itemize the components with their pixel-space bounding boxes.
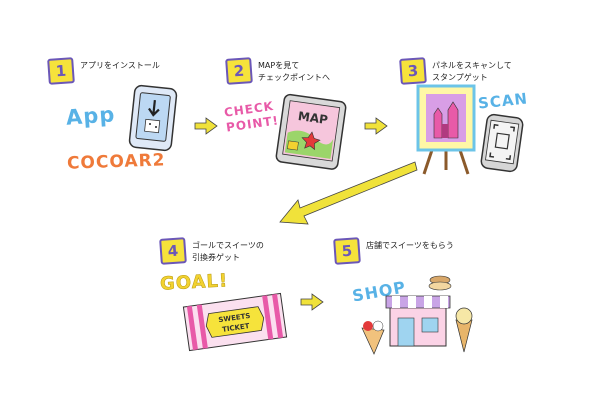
- step-description: パネルをスキャンして スタンプゲット: [432, 61, 512, 82]
- map-tablet-icon: MAP: [275, 93, 347, 170]
- arrow-right-icon: [194, 117, 218, 135]
- app-word: App: [65, 102, 117, 130]
- ticket-line2: TICKET: [222, 322, 251, 334]
- step-1: 1 アプリをインストール: [47, 57, 160, 85]
- step-number-badge: 5: [333, 237, 361, 265]
- step-2: 2 MAPを見て チェックポイントへ: [225, 57, 330, 85]
- step-description: アプリをインストール: [80, 61, 160, 70]
- step-4: 4 ゴールでスイーツの 引換券ゲット: [159, 237, 264, 265]
- arrow-right-icon: [364, 117, 388, 135]
- step-description: MAPを見て チェックポイントへ: [258, 61, 330, 82]
- arrow-right-icon: [300, 293, 324, 311]
- scan-word: SCAN: [477, 89, 529, 113]
- map-label: MAP: [297, 109, 329, 127]
- step-3: 3 パネルをスキャンして スタンプゲット: [399, 57, 512, 85]
- step-number-badge: 2: [225, 57, 253, 85]
- step-description: 店舗でスイーツをもらう: [366, 241, 454, 250]
- step-number-badge: 1: [47, 57, 75, 85]
- scan-phone-icon: [480, 113, 524, 173]
- arrow-down-left-icon: [279, 161, 418, 225]
- step-description: ゴールでスイーツの 引換券ゲット: [192, 241, 264, 262]
- phone-download-icon: [128, 84, 178, 152]
- castle-panel-icon: [416, 84, 476, 175]
- step-number-badge: 4: [159, 237, 187, 265]
- sweets-ticket-icon: SWEETS TICKET: [182, 292, 288, 352]
- shop-icon: [361, 275, 473, 355]
- step-5: 5 店舗でスイーツをもらう: [333, 237, 454, 265]
